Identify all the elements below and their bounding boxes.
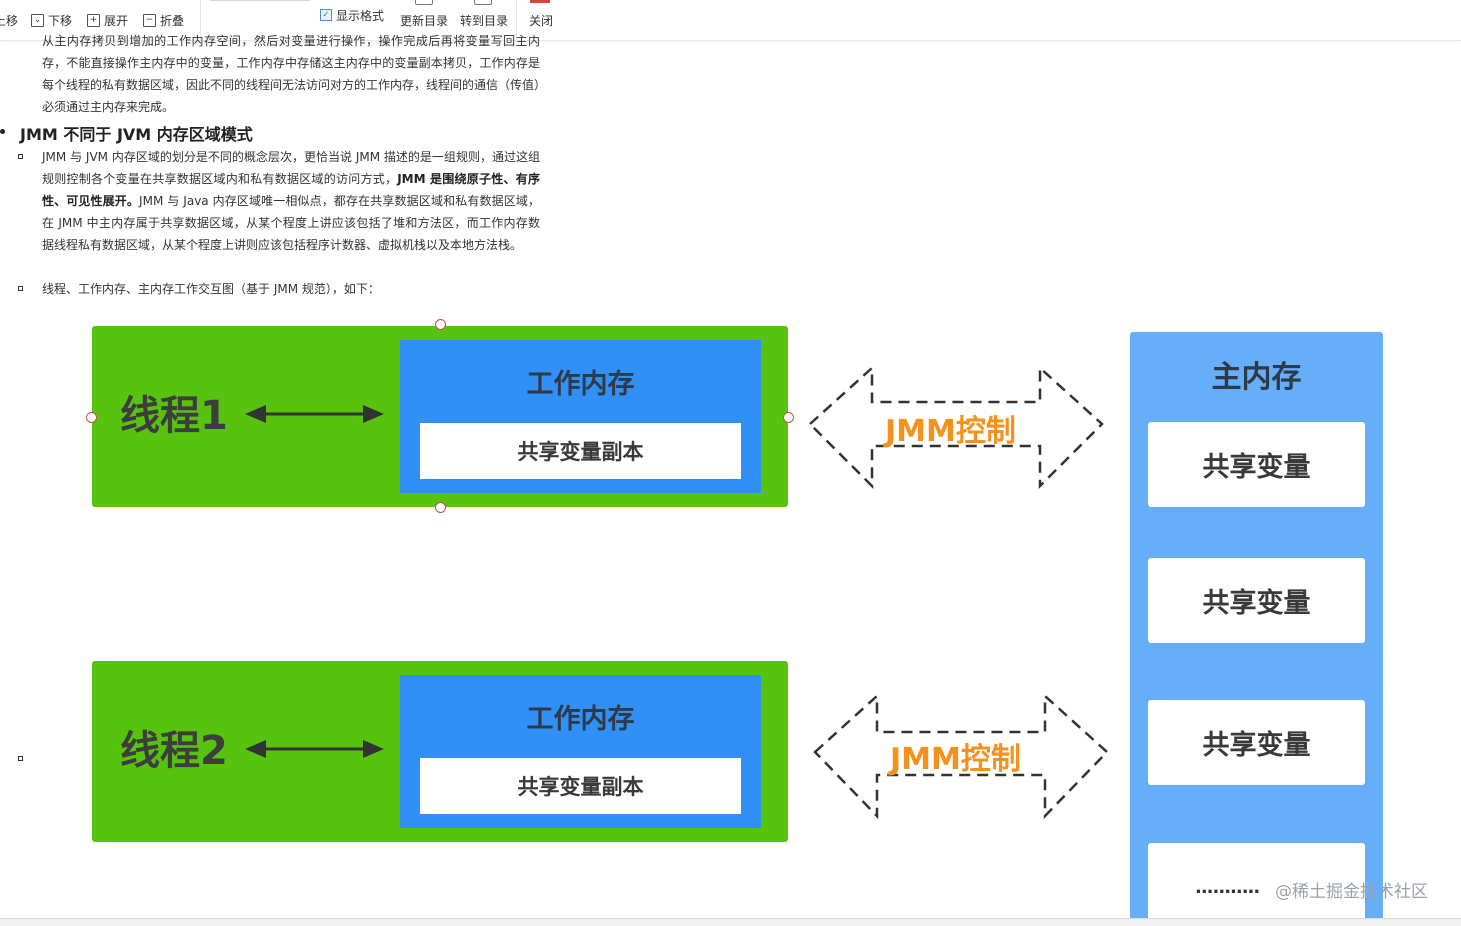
expand-button[interactable]: + 展开 (87, 11, 128, 29)
show-format-checkbox[interactable]: ✓ 显示格式 (320, 6, 384, 24)
move-down-label: 下移 (48, 13, 73, 28)
para-text: JMM 与 Java 内存区域唯一相似点，都存在共享数据区域和私有数据区域，在 … (42, 194, 540, 252)
work-memory-2: 工作内存 共享变量副本 (400, 675, 761, 828)
resize-handle[interactable] (435, 319, 446, 330)
expand-label: 展开 (104, 13, 129, 28)
toolbar-divider (516, 0, 517, 40)
collapse-button[interactable]: − 折叠 (143, 11, 184, 29)
bullet-square (18, 756, 23, 761)
close-icon (530, 0, 550, 3)
thread-1-box (92, 326, 788, 507)
double-arrow-icon (245, 405, 384, 423)
collapse-label: 折叠 (160, 13, 185, 28)
main-memory-title: 主内存 (1211, 360, 1302, 395)
update-toc-button[interactable]: 更新目录 (400, 11, 448, 29)
minus-box-icon: − (143, 13, 156, 27)
paragraph-jmm-vs-jvm: JMM 与 JVM 内存区域的划分是不同的概念层次，更恰当说 JMM 描述的是一… (42, 146, 540, 256)
section-heading: JMM 不同于 JVM 内存区域模式 (20, 125, 253, 144)
goto-toc-label: 转到目录 (460, 13, 509, 28)
shared-variable-box: 共享变量 (1148, 422, 1365, 507)
jmm-control-label: JMM控制 (890, 742, 1021, 777)
level-select-stub[interactable] (210, 0, 310, 1)
paragraph-diagram-intro: 线程、工作内存、主内存工作交互图（基于 JMM 规范），如下： (42, 282, 380, 296)
resize-handle[interactable] (435, 502, 446, 513)
resize-handle[interactable] (86, 412, 97, 423)
shared-variable-box: 共享变量 (1148, 700, 1365, 785)
work-memory-title: 工作内存 (526, 369, 635, 400)
move-up-button[interactable]: 上移 (0, 11, 18, 29)
update-toc-label: 更新目录 (400, 13, 449, 28)
shared-copy-box: 共享变量副本 (420, 423, 741, 479)
outline-toolbar: 上移 ⌄ 下移 + 展开 − 折叠 ✓ 显示格式 更新目录 转到目录 (0, 0, 1461, 41)
update-toc-icon (415, 0, 433, 5)
bullet-square (18, 286, 23, 291)
plus-box-icon: + (87, 13, 100, 27)
move-up-label: 上移 (0, 13, 19, 28)
status-bar (0, 918, 1461, 926)
close-button[interactable]: 关闭 (529, 11, 553, 29)
bullet-square (18, 154, 23, 159)
bullet-disc (0, 129, 5, 134)
paragraph-working-memory: 从主内存拷贝到增加的工作内存空间，然后对变量进行操作，操作完成后再将变量写回主内… (42, 34, 541, 114)
shared-variable-box: 共享变量 (1148, 558, 1365, 643)
work-memory-1: 工作内存 共享变量副本 (400, 340, 761, 493)
show-format-label: 显示格式 (336, 8, 385, 23)
dashed-double-arrow-icon (808, 365, 1104, 490)
checkbox-checked-icon: ✓ (320, 9, 332, 21)
ellipsis-text: ........... (1195, 877, 1260, 898)
move-down-button[interactable]: ⌄ 下移 (31, 11, 72, 29)
double-arrow-icon (245, 740, 384, 758)
toolbar-divider (200, 0, 201, 40)
close-label: 关闭 (529, 13, 554, 28)
goto-toc-button[interactable]: 转到目录 (460, 11, 508, 29)
resize-handle[interactable] (783, 412, 794, 423)
goto-toc-icon (474, 0, 492, 5)
shared-variable-box-partial (1148, 843, 1365, 926)
para-emphasis: JMM 是围绕原子性、有序性、可见性展开。 (42, 172, 540, 208)
work-memory-title: 工作内存 (526, 704, 635, 735)
chevron-down-icon: ⌄ (31, 13, 44, 27)
jmm-control-label: JMM控制 (885, 414, 1016, 449)
thread-2-box (92, 661, 788, 842)
dashed-double-arrow-icon (813, 693, 1109, 820)
main-memory-column: 主内存 共享变量 共享变量 共享变量 (1130, 332, 1383, 926)
watermark-text: @稀土掘金技术社区 (1275, 882, 1428, 902)
thread-1-label: 线程1 (120, 393, 228, 439)
shared-copy-box: 共享变量副本 (420, 758, 741, 814)
thread-2-label: 线程2 (120, 728, 228, 774)
para-text: JMM 与 JVM 内存区域的划分是不同的概念层次，更恰当说 JMM 描述的是一… (42, 150, 540, 186)
